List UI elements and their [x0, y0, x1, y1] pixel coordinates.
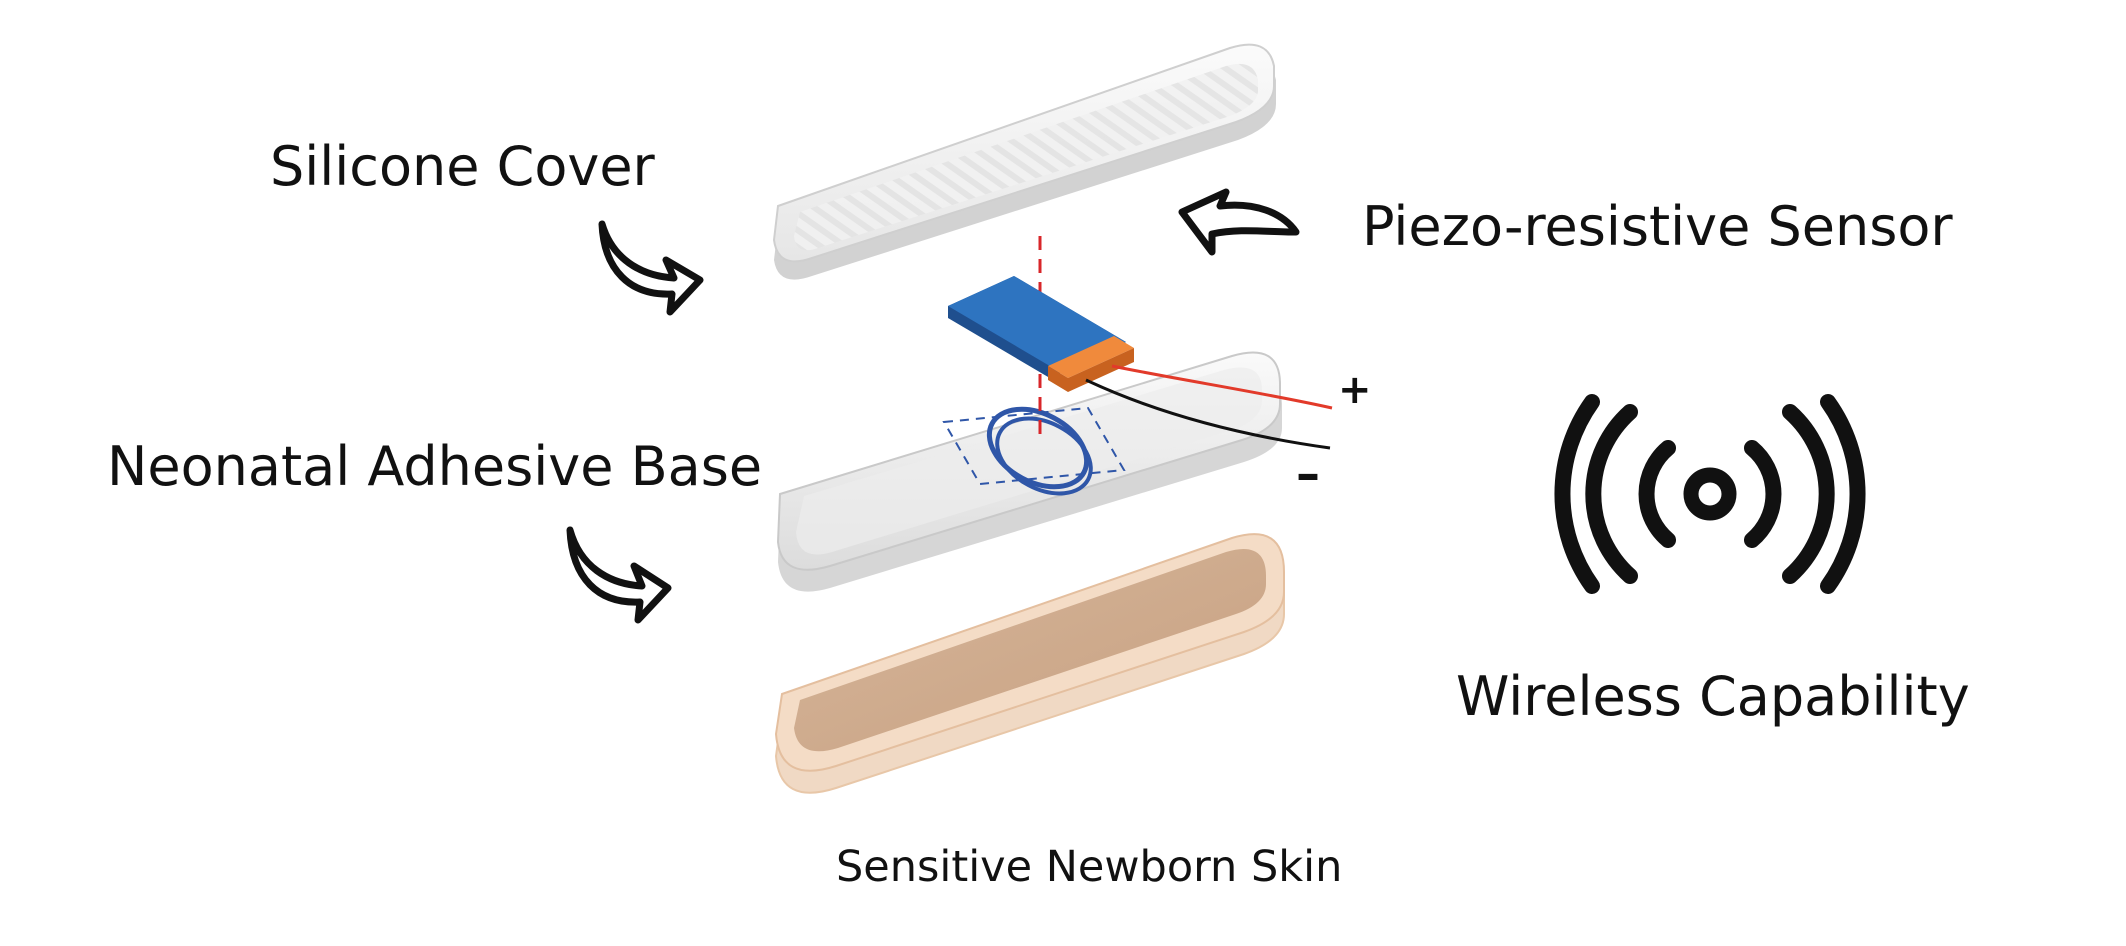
- silicone-cover-label: Silicone Cover: [270, 135, 655, 198]
- wireless-capability-label: Wireless Capability: [1456, 665, 1970, 728]
- electrode-top: [1048, 336, 1134, 378]
- positive-terminal-label: +: [1338, 367, 1372, 413]
- newborn-skin-label: Sensitive Newborn Skin: [836, 842, 1343, 892]
- coil-ring-outer: [986, 406, 1090, 490]
- silicone-cover-layer: [772, 43, 1276, 280]
- negative-terminal-label: –: [1296, 446, 1320, 502]
- wireless-coil: [942, 406, 1126, 496]
- piezo-sensor: [948, 276, 1134, 392]
- coil-ring-inner: [995, 416, 1093, 496]
- adhesive-base-recess: [796, 367, 1262, 555]
- positive-wire: [1111, 364, 1333, 410]
- skin-layer-surface: [794, 549, 1266, 752]
- arrow-icon: [598, 220, 704, 316]
- silicone-cover-texture: [794, 63, 1258, 251]
- arrow-icon: [566, 526, 672, 624]
- piezo-sensor-label: Piezo-resistive Sensor: [1362, 195, 1953, 258]
- electrode-side: [1048, 348, 1134, 392]
- negative-wire: [1085, 378, 1331, 450]
- arrow-icon: [1178, 188, 1300, 256]
- wireless-signal-icon: [1554, 394, 1866, 594]
- adhesive-base-label: Neonatal Adhesive Base: [107, 435, 763, 498]
- sensor-top: [948, 276, 1126, 372]
- newborn-skin-layer: [774, 533, 1285, 794]
